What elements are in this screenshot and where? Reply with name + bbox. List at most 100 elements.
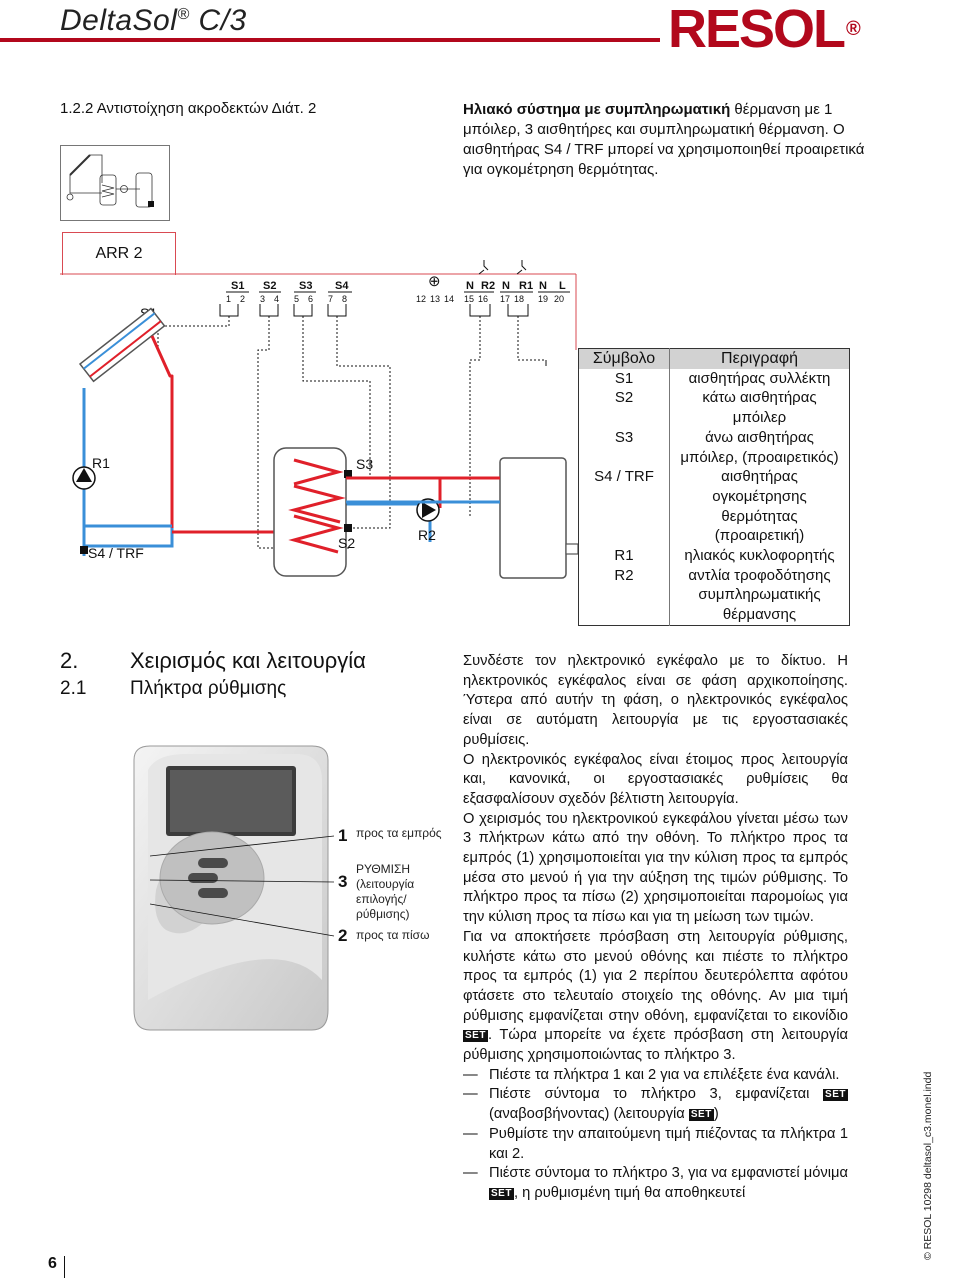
terminal-number: 8 <box>342 294 347 304</box>
key-number-3: 3 <box>338 872 348 891</box>
controller-device-image <box>133 745 329 1031</box>
section-title-1-2-2: 1.2.2 Αντιστοίχηση ακροδεκτών Διάτ. 2 <box>60 100 317 117</box>
symbol-cell: S2 <box>578 388 670 428</box>
terminal-number: 18 <box>514 294 524 304</box>
description-line: κάτω αισθητήρας <box>702 389 817 407</box>
description-line: ογκομέτρησης <box>712 487 807 505</box>
terminal-number: 2 <box>240 294 245 304</box>
page-number-rule <box>64 1256 65 1278</box>
terminal-number: 1 <box>226 294 231 304</box>
table-row: R2 αντλία τροφοδότησης συμπληρωματικής θέρμ… <box>578 565 850 626</box>
description-cell: αντλία τροφοδότησης συμπληρωματικής θέρμαν… <box>670 566 850 626</box>
description-line: αισθητήρας συλλέκτη <box>688 369 831 387</box>
paragraph-ready: Ο ηλεκτρονικός εγκέφαλος είναι έτοιμος π… <box>463 751 848 807</box>
intro-paragraph: Ηλιακό σύστημα με συμπληρωματική θέρμανσ… <box>463 101 865 178</box>
table-header-description: Περιγραφή <box>669 348 850 369</box>
terminal-number: 19 <box>538 294 548 304</box>
terminal-number: 17 <box>500 294 510 304</box>
key-label-set: ΡΥΘΜΙΣΗ(λειτουργία επιλογής/ρύθμισης) <box>356 862 415 921</box>
set-icon: SET <box>688 1109 714 1122</box>
description-line: αντλία τροφοδότησης <box>688 566 831 584</box>
page-number: 6 <box>48 1255 57 1272</box>
label-s3: S3 <box>356 456 373 472</box>
terminal-number: 13 <box>430 294 440 304</box>
terminal-number: 20 <box>554 294 564 304</box>
terminal-n1: N <box>466 280 474 292</box>
system-overview-icon <box>60 145 170 221</box>
description-line: άνω αισθητήρας <box>705 428 814 446</box>
set-icon: SET <box>463 1030 488 1043</box>
terminal-number: 14 <box>444 294 454 304</box>
symbol-cell: S3 <box>578 427 670 468</box>
symbol-cell: R1 <box>578 546 670 566</box>
label-r2: R2 <box>418 527 436 543</box>
paragraph-keys: Ο χειρισμός του ηλεκτρονικού εγκεφάλου γ… <box>463 810 848 926</box>
table-row: S3 άνω αισθητήρας μπόιλερ, (προαιρετικός) <box>578 427 850 468</box>
description-line: (προαιρετική) <box>714 527 805 545</box>
leader-lines <box>150 835 335 937</box>
set-icon: SET <box>823 1089 848 1102</box>
operation-text: Συνδέστε τον ηλεκτρονικό εγκέφαλο με το … <box>463 652 848 1204</box>
list-item: Πιέστε σύντομα το πλήκτρο 3, για να εμφα… <box>463 1164 848 1203</box>
header-rule <box>0 38 660 42</box>
key-number-2: 2 <box>338 926 348 945</box>
resol-logo: RESOL® <box>668 0 861 59</box>
label-s4-trf: S4 / TRF <box>88 545 144 561</box>
doc-title: DeltaSol® C/3 <box>60 4 247 37</box>
list-item: Πιέστε σύντομα το πλήκτρο 3, εμφανίζεται… <box>463 1085 848 1124</box>
side-imprint: © RESOL 10298 deltasol_c3.monel.indd <box>922 1071 934 1260</box>
terminal-number: 3 <box>260 294 265 304</box>
description-cell: άνω αισθητήρας μπόιλερ, (προαιρετικός) <box>670 428 850 467</box>
label-r1: R1 <box>92 455 110 471</box>
symbol-cell: S4 / TRF <box>578 467 670 547</box>
terminal-number: 15 <box>464 294 474 304</box>
description-line: θερμότητας <box>721 507 798 525</box>
key-label-backward: προς τα πίσω <box>356 928 430 942</box>
description-cell: αισθητήρας συλλέκτη <box>670 369 850 389</box>
terminal-n3: N <box>539 280 547 292</box>
section-title-2: 2.Χειρισμός και λειτουργία <box>60 648 366 673</box>
table-row: S1 αισθητήρας συλλέκτη <box>578 368 850 389</box>
terminal-n2: N <box>502 280 510 292</box>
paragraph-setting-mode: Για να αποκτήσετε πρόσβαση στη λειτουργί… <box>463 928 848 1064</box>
description-line: αισθητήρας <box>721 468 798 486</box>
terminal-l: L <box>559 280 566 292</box>
label-s2: S2 <box>338 535 355 551</box>
terminal-number: 4 <box>274 294 279 304</box>
symbol-cell: S1 <box>578 368 670 389</box>
terminal-group-s3: S3 <box>299 280 312 292</box>
list-item: Πιέστε τα πλήκτρα 1 και 2 για να επιλέξε… <box>463 1066 848 1086</box>
description-line: θέρμανσης <box>722 606 797 624</box>
terminal-r2: R2 <box>481 280 495 292</box>
description-line: συμπληρωματικής <box>698 586 821 604</box>
arrangement-label: ARR 2 <box>62 232 176 275</box>
description-line: ηλιακός κυκλοφορητής <box>684 547 835 565</box>
key-number-1: 1 <box>338 826 348 845</box>
terminal-group-s4: S4 <box>335 280 349 292</box>
terminal-number: 7 <box>328 294 333 304</box>
symbol-cell: R2 <box>578 565 670 626</box>
terminal-number: 12 <box>416 294 426 304</box>
table-header-symbol: Σύμβολο <box>578 348 670 369</box>
table-header-row: Σύμβολο Περιγραφή <box>578 348 850 369</box>
terminal-number: 16 <box>478 294 488 304</box>
terminal-r1: R1 <box>519 280 533 292</box>
terminal-group-s1: S1 <box>231 280 244 292</box>
table-row: R1 ηλιακός κυκλοφορητής <box>578 546 850 566</box>
list-item: Ρυθμίστε την απαιτούμενη τιμή πιέζοντας … <box>463 1125 848 1164</box>
ground-icon: ⊕ <box>428 273 441 290</box>
key-label-forward: προς τα εμπρός <box>356 826 442 840</box>
terminal-number: 6 <box>308 294 313 304</box>
description-line: μπόιλερ, (προαιρετικός) <box>680 448 839 466</box>
terminal-group-s2: S2 <box>263 280 276 292</box>
terminal-number: 5 <box>294 294 299 304</box>
paragraph-connect: Συνδέστε τον ηλεκτρονικό εγκέφαλο με το … <box>463 653 848 748</box>
description-cell: ηλιακός κυκλοφορητής <box>670 546 850 566</box>
